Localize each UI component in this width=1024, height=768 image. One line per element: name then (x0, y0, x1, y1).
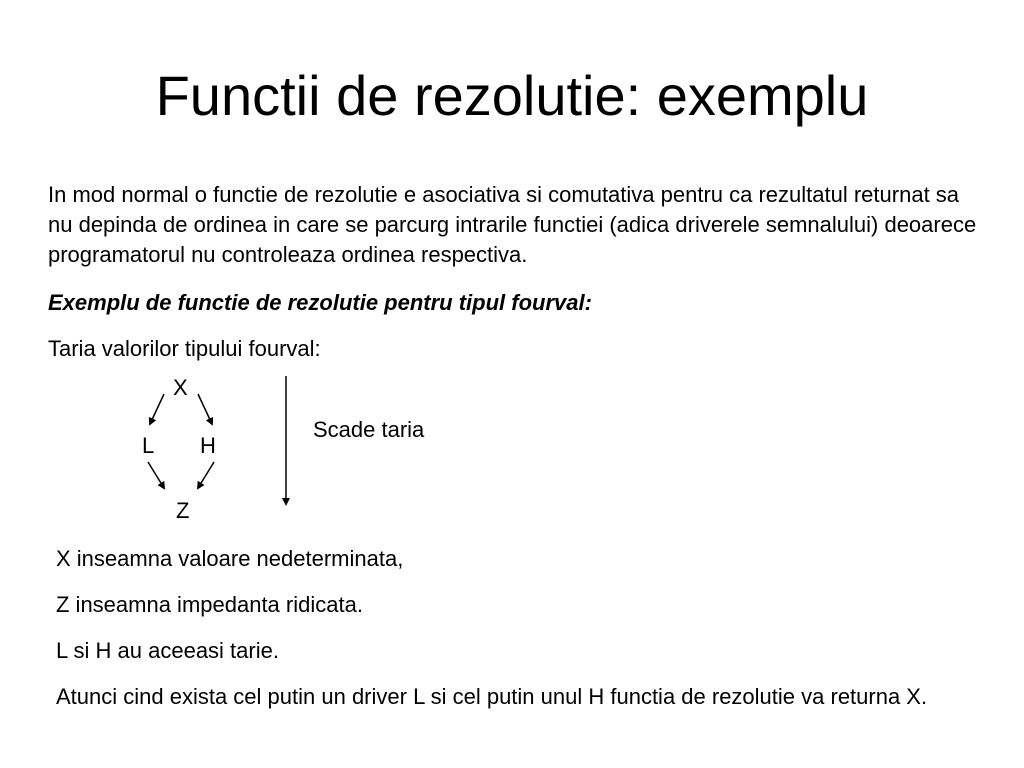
arrow-l-to-z (147, 461, 166, 490)
slide-title: Functii de rezolutie: exemplu (155, 64, 869, 127)
arrow-x-to-h (197, 393, 214, 426)
note-z: Z inseamna impedanta ridicata. (56, 592, 363, 617)
arrow-x-to-l (148, 393, 165, 426)
strength-decrease-label: Scade taria (313, 417, 425, 442)
strength-diagram: X L H Z Scade taria (120, 370, 480, 530)
note-l-h: L si H au aceeasi tarie. (56, 638, 279, 663)
strength-order-label: Taria valorilor tipului fourval: (48, 336, 321, 361)
node-z: Z (176, 498, 190, 523)
intro-paragraph: In mod normal o functie de rezolutie e a… (48, 182, 977, 267)
note-x: X inseamna valoare nedeterminata, (56, 546, 404, 571)
node-x: X (173, 375, 188, 400)
strength-diagram-arrows (147, 376, 290, 506)
example-heading: Exemplu de functie de rezolutie pentru t… (48, 290, 592, 315)
arrow-h-to-z (196, 461, 215, 490)
node-l: L (142, 433, 155, 458)
node-h: H (200, 433, 216, 458)
note-resolution-rule: Atunci cind exista cel putin un driver L… (56, 684, 928, 709)
